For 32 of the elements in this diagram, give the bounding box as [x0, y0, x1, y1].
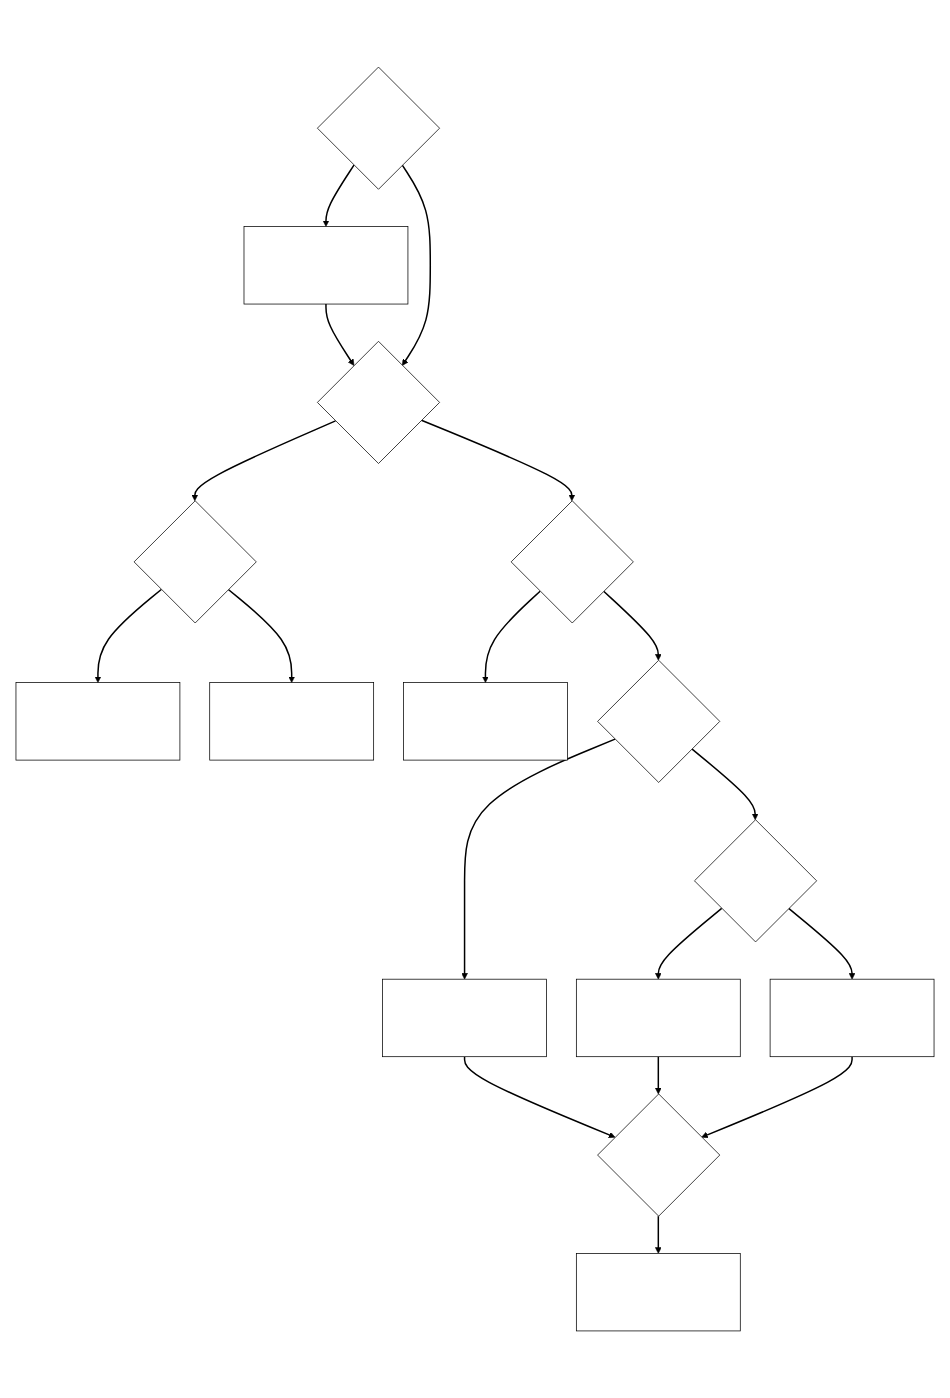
arrow — [655, 907, 723, 980]
arrow — [482, 590, 541, 683]
arrow — [227, 588, 295, 683]
arrow — [401, 164, 432, 366]
node-diamond — [510, 500, 634, 624]
arrow — [94, 588, 163, 683]
arrow — [655, 1215, 662, 1254]
node-box — [575, 978, 741, 1058]
arrow — [325, 303, 355, 366]
node-diamond — [317, 66, 440, 190]
arrow — [463, 1055, 616, 1139]
node-box — [382, 978, 547, 1058]
arrow — [787, 907, 856, 980]
arrow — [655, 1055, 662, 1095]
node-box — [769, 978, 935, 1058]
arrow — [701, 1055, 853, 1139]
node-box — [15, 682, 181, 761]
node-diamond — [597, 659, 721, 783]
arrow — [322, 164, 355, 227]
node-diamond — [317, 340, 440, 464]
arrow — [191, 420, 337, 502]
node-box — [575, 1253, 741, 1332]
arrow — [602, 590, 662, 661]
arrow — [691, 748, 759, 820]
arrow — [420, 419, 576, 502]
node-diamond — [133, 500, 257, 624]
node-box — [403, 682, 568, 761]
node-box — [243, 226, 409, 305]
node-diamond — [694, 819, 818, 943]
arrow — [461, 738, 616, 980]
node-box — [209, 682, 375, 761]
node-diamond — [597, 1093, 721, 1217]
